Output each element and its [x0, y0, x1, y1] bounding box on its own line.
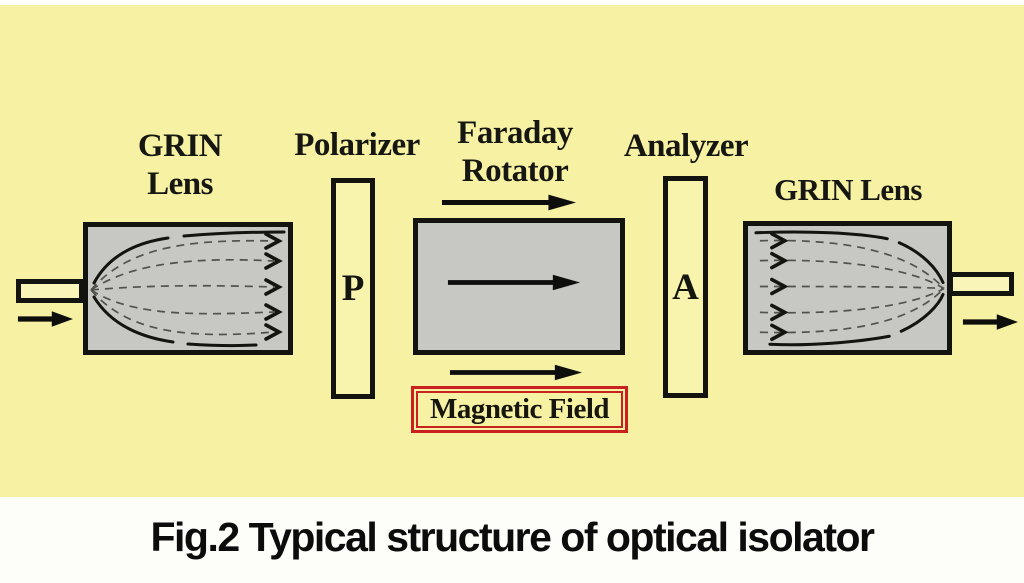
polarizer-symbol: P: [341, 268, 365, 309]
output-light-arrow-icon: [962, 314, 1019, 330]
grin-lens-left-label-line2: Lens: [147, 166, 213, 202]
figure-caption: Fig.2 Typical structure of optical isola…: [150, 514, 876, 560]
faraday-rotator-label-line2: Rotator: [461, 153, 569, 189]
magnetic-field-label: Magnetic Field: [416, 391, 623, 428]
polarizer-label: Polarizer: [294, 127, 420, 163]
grin-lens-right-label: GRIN Lens: [774, 172, 922, 207]
faraday-rotator-label: Faraday Rotator: [445, 114, 585, 190]
faraday-rotator-label-line1: Faraday: [457, 115, 573, 151]
grin-lens-left-label-line1: GRIN: [137, 128, 223, 164]
diverging-beam-graphic: [90, 230, 286, 348]
analyzer-slab: A: [663, 176, 708, 398]
analyzer-symbol: A: [672, 266, 699, 308]
beam-direction-arrow-icon: [447, 274, 581, 291]
analyzer-label: Analyzer: [623, 128, 749, 164]
converging-beam-graphic: [754, 230, 945, 347]
grin-lens-left-box: [83, 222, 293, 355]
magnetic-field-arrow-top-icon: [441, 194, 577, 211]
grin-lens-left-label: GRIN Lens: [110, 127, 250, 203]
input-light-arrow-icon: [17, 311, 74, 327]
magnetic-field-arrow-bottom-icon: [449, 364, 583, 381]
input-fiber: [16, 279, 84, 303]
output-fiber: [948, 272, 1014, 296]
grin-lens-right-box: [743, 221, 952, 355]
faraday-rotator-box: [413, 218, 625, 355]
magnetic-field-box: Magnetic Field: [411, 386, 628, 433]
polarizer-slab: P: [331, 178, 375, 399]
